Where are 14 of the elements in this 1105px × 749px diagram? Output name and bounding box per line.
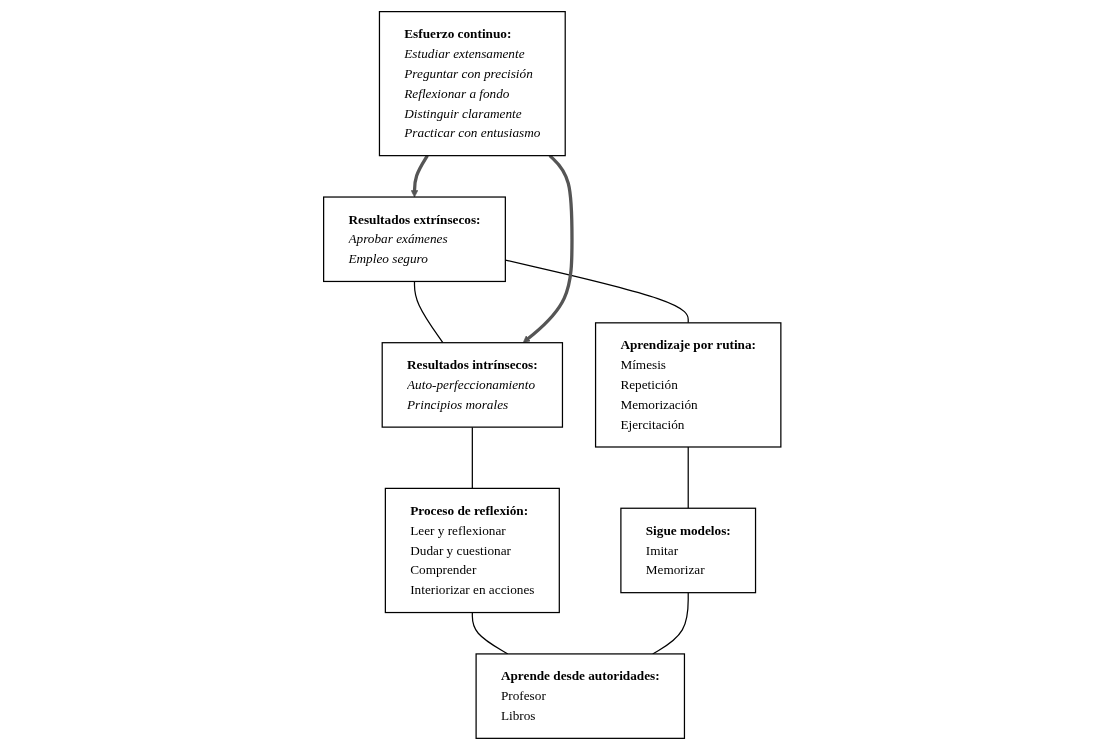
node-box: Aprende desde autoridades: Profesor Libros (475, 652, 686, 739)
node-box: Esfuerzo continuo: Estudiar extensamente Preguntar con precisión Reflexionar a fondo Distinguir claramente Practicar con entusiasmo (379, 10, 567, 156)
arrow (411, 154, 430, 197)
connector (471, 426, 474, 489)
node-box: Proceso de reflexión: Leer y reflexionar Dudar y cuestionar Comprender Interiorizar en acciones (385, 487, 561, 613)
connector (414, 280, 444, 343)
node-box: Resultados intrínsecos: Auto-perfeccionamiento Principios morales (381, 341, 564, 428)
node-box: Sigue modelos: Imitar Memorizar (620, 507, 757, 593)
connector (687, 445, 690, 509)
node-box: Aprendizaje por rutina: Mímesis Repetición Memorización Ejercitación (595, 321, 782, 448)
node-box: Resultados extrínsecos: Aprobar exámenes Empleo seguro (323, 195, 507, 282)
connector (505, 259, 690, 323)
connector (471, 611, 509, 655)
connector (652, 591, 690, 655)
